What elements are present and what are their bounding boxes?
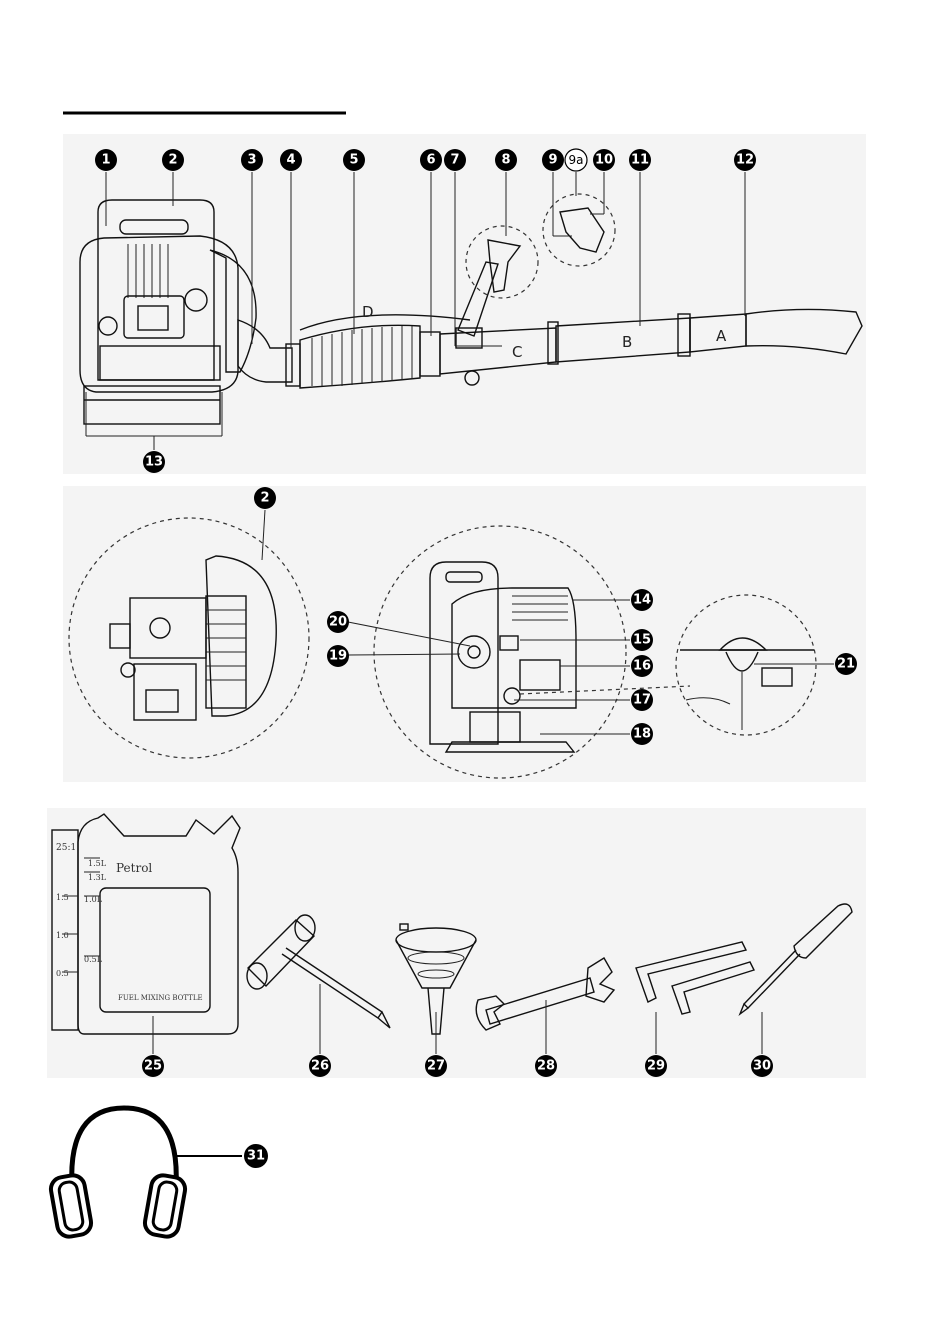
callout-26-label: 26 [311,1059,329,1074]
callout-30-label: 30 [753,1059,771,1074]
callout-14-label: 14 [633,593,651,608]
callout-4-label: 4 [286,153,295,168]
callout-20-label: 20 [329,615,347,630]
callout-1-label: 1 [101,153,110,168]
callout-31: 31 [244,1144,268,1168]
callout-17: 17 [631,689,653,711]
callout-19: 19 [327,645,349,667]
callout-11-label: 11 [631,153,649,168]
callout-8: 8 [495,149,517,171]
callout-26: 26 [309,1055,331,1077]
callout-25: 25 [142,1055,164,1077]
callout-15-label: 15 [633,633,651,648]
callout-4: 4 [280,149,302,171]
callout-9: 9 [542,149,564,171]
callout-21: 21 [835,653,857,675]
callout-2b-label: 2 [260,491,269,506]
tube-section-c: C [512,343,522,361]
bottle-brand: Petrol [116,861,152,875]
callout-12: 12 [734,149,756,171]
callout-5: 5 [343,149,365,171]
callout-25-label: 25 [144,1059,162,1074]
callout-28-label: 28 [537,1059,555,1074]
callout-14: 14 [631,589,653,611]
bottle-mark-l0: 1.5 [56,893,69,902]
callout-29-label: 29 [647,1059,665,1074]
callout-6: 6 [420,149,442,171]
callout-12-label: 12 [736,153,754,168]
callout-27: 27 [425,1055,447,1077]
callout-2b: 2 [254,487,276,509]
bottle-mark-r0: 1.5L [88,859,107,868]
callout-16-label: 16 [633,659,651,674]
callout-6-label: 6 [426,153,435,168]
callout-9a: 9a [565,149,587,171]
callout-10: 10 [593,149,615,171]
bottle-mark-r2: 1.0L [84,895,103,904]
callout-3: 3 [241,149,263,171]
callout-30: 30 [751,1055,773,1077]
callout-9a-label: 9a [569,153,584,167]
ear-protection [49,1108,187,1238]
callout-27-label: 27 [427,1059,445,1074]
callout-29: 29 [645,1055,667,1077]
callout-19-label: 19 [329,649,347,664]
callout-15: 15 [631,629,653,651]
callout-18: 18 [631,723,653,745]
callout-13: 13 [143,451,165,473]
callout-17-label: 17 [633,693,651,708]
callout-18-label: 18 [633,727,651,742]
bottle-mark-l2: 0.5 [56,969,69,978]
tube-section-b: B [622,333,632,351]
callout-20: 20 [327,611,349,633]
bottle-label: FUEL MIXING BOTTLE [118,994,203,1002]
bottle-mark-r1: 1.3L [88,873,107,882]
callout-3-label: 3 [247,153,256,168]
bottle-ratio: 25:1 [56,843,76,853]
detail-panel [63,486,866,782]
callout-28: 28 [535,1055,557,1077]
callout-11: 11 [629,149,651,171]
callout-1: 1 [95,149,117,171]
tube-section-a: A [716,327,727,345]
bottle-mark-l1: 1.0 [56,931,69,940]
callout-13-label: 13 [145,455,163,470]
tube-section-d: D [362,303,374,321]
callout-7: 7 [444,149,466,171]
callout-31-label: 31 [247,1149,265,1164]
callout-16: 16 [631,655,653,677]
bottle-mark-r3: 0.5L [84,955,103,964]
callout-2: 2 [162,149,184,171]
callout-7-label: 7 [450,153,459,168]
callout-2-label: 2 [168,153,177,168]
callout-9-label: 9 [548,153,557,168]
callout-10-label: 10 [595,153,613,168]
callout-5-label: 5 [349,153,358,168]
callout-21-label: 21 [837,657,855,672]
callout-8-label: 8 [501,153,510,168]
